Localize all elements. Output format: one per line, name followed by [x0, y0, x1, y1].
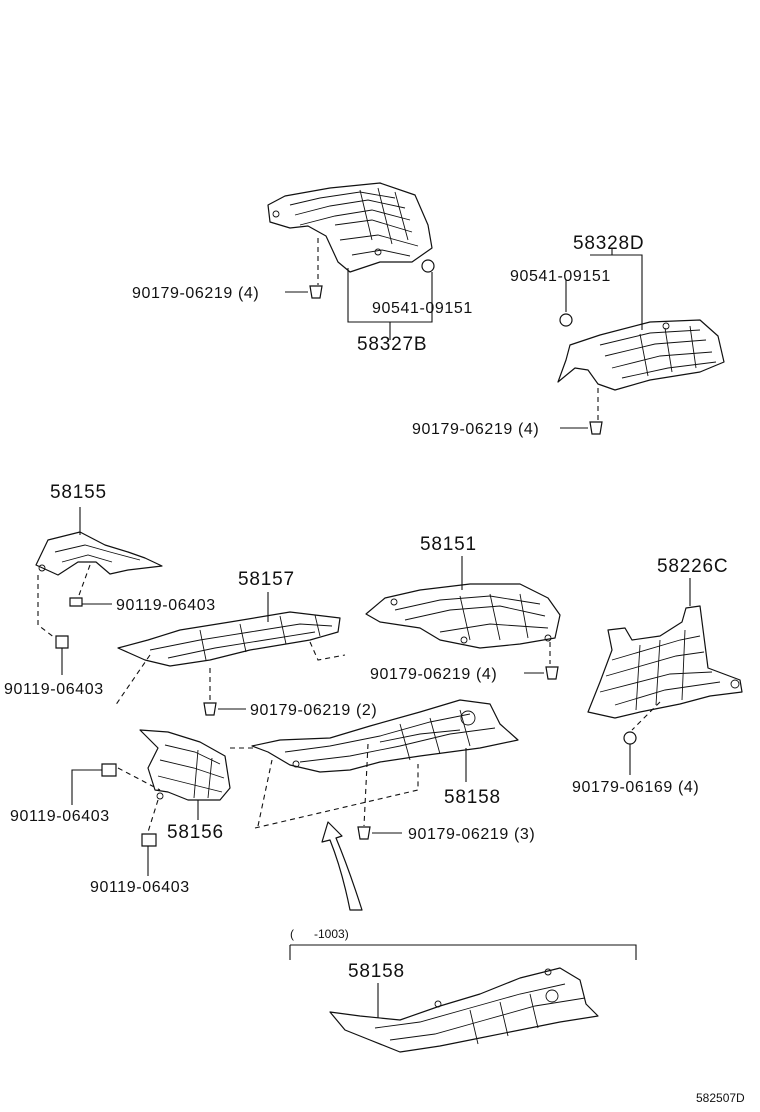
part-number-90179-06219-58151: 90179-06219 (4)	[370, 666, 497, 683]
heat-insulator-58156[interactable]	[139, 729, 231, 801]
bracket-58328D	[590, 254, 643, 330]
bolt-icon	[55, 635, 69, 649]
clip-icon	[545, 666, 559, 680]
bolt-icon	[69, 597, 83, 607]
nut-icon	[421, 259, 435, 273]
heat-insulator-58155[interactable]	[35, 531, 163, 576]
part-number-58157: 58157	[238, 569, 295, 590]
part-number-58328D: 58328D	[573, 233, 644, 254]
heat-insulator-58151[interactable]	[365, 583, 561, 649]
part-number-90119-06403-a: 90119-06403	[116, 597, 216, 614]
part-number-58158-alt: 58158	[348, 961, 405, 982]
part-number-90179-06169: 90179-06169 (4)	[572, 779, 699, 796]
arrow-icon	[321, 821, 363, 911]
nut-icon	[559, 313, 573, 327]
clip-icon	[623, 731, 637, 745]
part-number-58151: 58151	[420, 534, 477, 555]
part-number-90179-06219-3: 90179-06219 (3)	[408, 826, 535, 843]
bracket-period	[289, 944, 637, 960]
part-number-90119-06403-d: 90119-06403	[90, 879, 190, 896]
period-note: ( -1003)	[290, 927, 349, 941]
heat-insulator-58327B[interactable]	[267, 182, 433, 273]
clip-icon	[589, 421, 603, 435]
heat-insulator-58158[interactable]	[251, 699, 519, 773]
bolt-icon	[141, 833, 157, 847]
heat-insulator-58328D[interactable]	[557, 319, 725, 391]
part-number-90179-06219-2: 90179-06219 (2)	[250, 702, 377, 719]
part-number-58226C: 58226C	[657, 556, 728, 577]
diagram-code: 582507D	[696, 1091, 745, 1105]
part-number-90541-09151-right: 90541-09151	[510, 268, 611, 285]
part-number-90119-06403-b: 90119-06403	[4, 681, 104, 698]
part-number-90541-09151-top: 90541-09151	[372, 300, 473, 317]
part-number-58156: 58156	[167, 822, 224, 843]
part-number-90179-06219-right: 90179-06219 (4)	[412, 421, 539, 438]
part-number-90119-06403-c: 90119-06403	[10, 808, 110, 825]
clip-icon	[357, 826, 371, 840]
heat-insulator-58158-alt[interactable]	[329, 967, 599, 1053]
part-number-58158: 58158	[444, 787, 501, 808]
clip-icon	[309, 285, 323, 299]
part-number-90179-06219-top: 90179-06219 (4)	[132, 285, 259, 302]
part-number-58155: 58155	[50, 482, 107, 503]
heat-insulator-58226C[interactable]	[587, 605, 743, 719]
bolt-icon	[101, 763, 117, 777]
part-number-58327B: 58327B	[357, 334, 427, 355]
clip-icon	[203, 702, 217, 716]
heat-insulator-58157[interactable]	[117, 611, 341, 667]
